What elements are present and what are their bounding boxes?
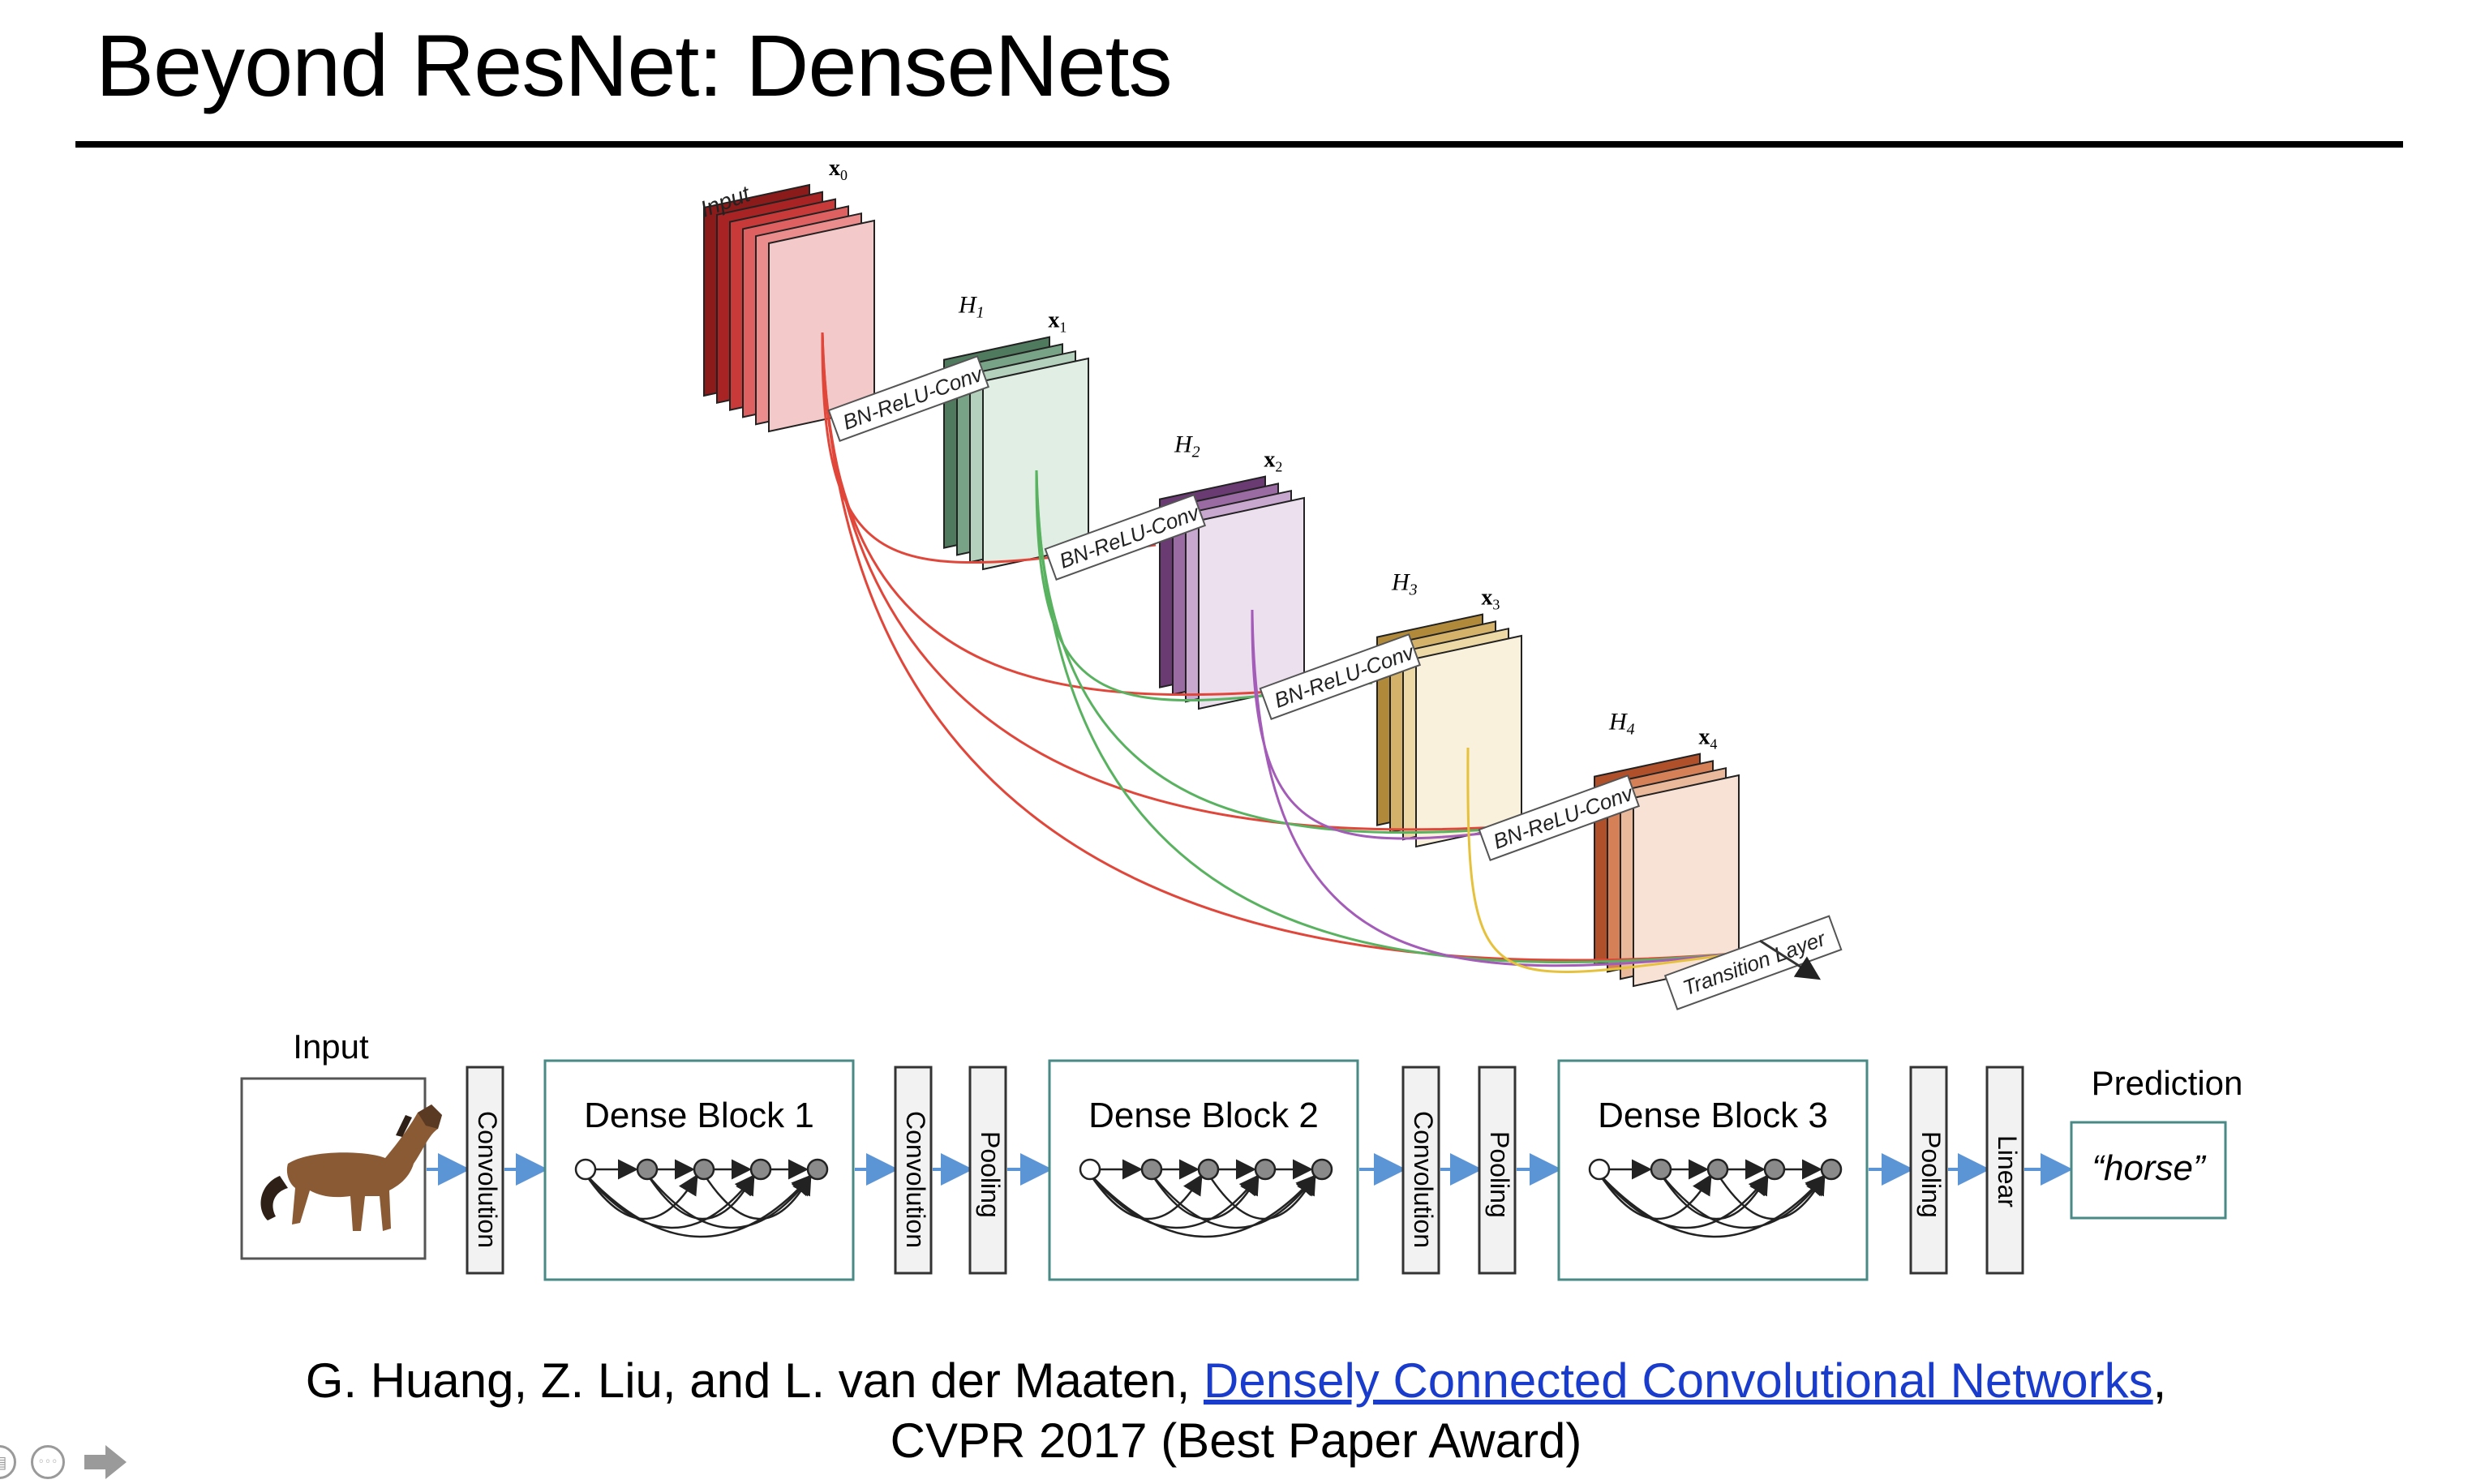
connection-curve	[821, 332, 1745, 962]
map-label-x2: x2	[1264, 448, 1282, 475]
slide-title: Beyond ResNet: DenseNets	[96, 16, 1173, 114]
citation-venue: CVPR 2017 (Best Paper Award)	[890, 1413, 1582, 1468]
feature-map-stacks	[703, 183, 1740, 988]
pipeline-input-label: Input	[293, 1027, 369, 1066]
mini-connection-arc	[1599, 1173, 1770, 1229]
connection-curve	[1035, 470, 1590, 834]
convolution-box-2	[894, 1066, 933, 1275]
mini-connection-arc	[1207, 1173, 1316, 1220]
h-label-4: H4	[1608, 709, 1635, 739]
connection-curve	[1466, 747, 1745, 973]
mini-connection-arc	[1150, 1173, 1260, 1220]
dense-block-3-graph	[1588, 1158, 1843, 1238]
mini-layer-node	[1311, 1158, 1333, 1181]
next-slide-arrow-icon[interactable]	[81, 1442, 130, 1482]
h-label-3: H3	[1391, 569, 1418, 599]
mini-connection-arc	[1598, 1173, 1712, 1220]
pooling-box-3	[1909, 1066, 1948, 1275]
feature-map-stack-x0	[703, 183, 875, 433]
connection-curve	[1251, 609, 1745, 967]
map-label-x0: x0	[829, 156, 848, 183]
h-label-2: H2	[1174, 431, 1200, 461]
mini-layer-node	[1706, 1158, 1729, 1181]
map-label-x1: x1	[1048, 308, 1066, 336]
linear-box	[1985, 1066, 2024, 1275]
prediction-label: Prediction	[2092, 1064, 2243, 1102]
map-label-x4: x4	[1698, 725, 1717, 753]
mini-input-node	[574, 1158, 597, 1181]
pooling-label-2: Pooling	[1485, 1131, 1514, 1218]
mini-connection-arc	[1716, 1173, 1826, 1220]
pooling-box-2	[1478, 1066, 1517, 1275]
pooling-label-1: Pooling	[976, 1131, 1005, 1218]
mini-layer-node	[693, 1158, 715, 1181]
citation-line-1: G. Huang, Z. Liu, and L. van der Maaten,…	[0, 1353, 2472, 1409]
pooling-box-1	[968, 1066, 1007, 1275]
mini-connection-arc	[585, 1173, 756, 1229]
connection-curve	[1035, 470, 1745, 963]
pooling-label-3: Pooling	[1916, 1131, 1946, 1218]
mini-layer-node	[749, 1158, 772, 1181]
densenet-figure: BN-ReLU-Conv BN-ReLU-Conv BN-ReLU-Conv B…	[240, 156, 2243, 1281]
mini-connection-arc	[1660, 1173, 1826, 1229]
mini-connection-arc	[1151, 1173, 1317, 1229]
mini-connection-arc	[646, 1173, 813, 1229]
mini-connection-arc	[702, 1173, 812, 1220]
mini-layer-node	[1820, 1158, 1843, 1181]
convolution-label-2: Convolution	[901, 1111, 930, 1248]
feature-map-page	[982, 357, 1089, 571]
h-label-1: H1	[958, 292, 985, 322]
horse-image	[260, 1104, 442, 1231]
mini-connection-arc	[585, 1173, 813, 1238]
mini-layer-node	[1140, 1158, 1163, 1181]
feature-map-stack-x1	[943, 336, 1089, 571]
convolution-label-3: Convolution	[1409, 1111, 1438, 1248]
prediction-value: “horse”	[2092, 1148, 2207, 1188]
map-label-x3: x3	[1481, 585, 1500, 613]
feature-map-stack-x4	[1594, 753, 1740, 988]
transition-output-arrow	[1759, 939, 1822, 980]
mini-connection-arc	[1089, 1173, 1317, 1238]
citation-authors: G. Huang, Z. Liu, and L. van der Maaten,	[305, 1353, 1204, 1408]
dense-block-2-label: Dense Block 2	[1088, 1096, 1319, 1135]
feature-map-page	[1198, 496, 1305, 710]
mini-connection-arc	[1088, 1173, 1203, 1220]
convolution-box-3	[1401, 1066, 1440, 1275]
dense-block-2-graph	[1079, 1158, 1333, 1238]
densenet-pipeline: Input Convolution Dense Block 1 Convolut…	[240, 1027, 2243, 1281]
dense-connections	[821, 332, 1745, 973]
citation-comma: ,	[2152, 1353, 2167, 1408]
mini-input-node	[1588, 1158, 1611, 1181]
mini-layer-node	[806, 1158, 829, 1181]
mini-input-node	[1079, 1158, 1101, 1181]
convolution-label-1: Convolution	[473, 1111, 502, 1248]
mini-connection-arc	[584, 1173, 698, 1220]
linear-label: Linear	[1993, 1135, 2022, 1207]
dense-block-1-label: Dense Block 1	[584, 1096, 814, 1135]
mini-layer-node	[1254, 1158, 1277, 1181]
dense-block-3-label: Dense Block 3	[1598, 1096, 1828, 1135]
convolution-box-1	[466, 1066, 504, 1275]
mini-connection-arc	[646, 1173, 755, 1220]
paper-link[interactable]: Densely Connected Convolutional Networks	[1204, 1353, 2153, 1408]
prediction-box	[2070, 1121, 2227, 1220]
mini-connection-arc	[1089, 1173, 1260, 1229]
mini-connection-arc	[1659, 1173, 1769, 1220]
more-options-icon[interactable]: ◦◦◦	[31, 1445, 65, 1479]
title-divider	[75, 141, 2403, 148]
mini-layer-node	[636, 1158, 659, 1181]
dense-block-1-graph	[574, 1158, 829, 1238]
connection-curve	[821, 332, 1590, 831]
mini-layer-node	[1763, 1158, 1786, 1181]
mini-layer-node	[1650, 1158, 1672, 1181]
mini-connection-arc	[1599, 1173, 1826, 1238]
mini-layer-node	[1197, 1158, 1220, 1181]
